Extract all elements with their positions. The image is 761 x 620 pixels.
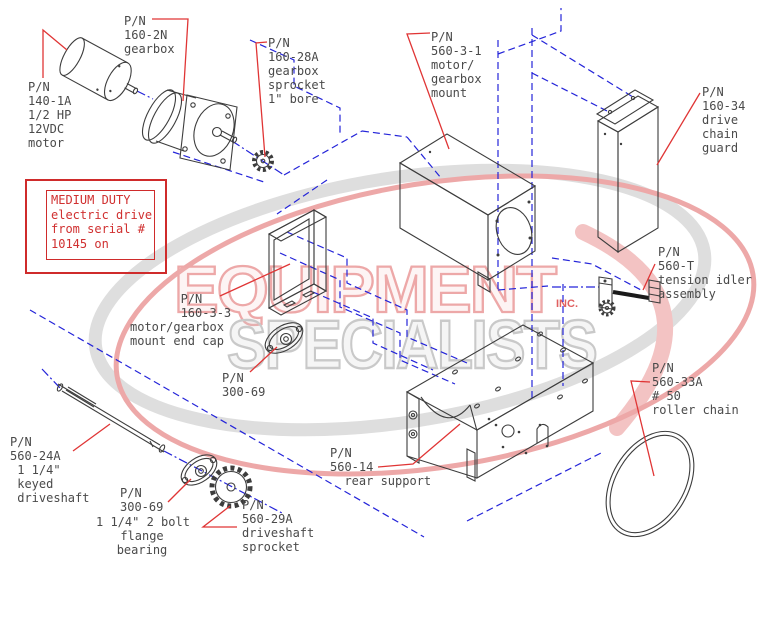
label-line: motor/ xyxy=(431,58,475,72)
driveshaft-sprocket-drawing xyxy=(209,465,253,509)
label-line: gearbox xyxy=(268,64,319,78)
chain-guard-drawing xyxy=(595,89,660,254)
label-line: sprocket xyxy=(242,540,300,554)
label-line: flange xyxy=(120,529,164,543)
label-line: 160-34 xyxy=(702,99,746,113)
label-line: mount xyxy=(431,86,468,100)
flange-bearing-mid-drawing xyxy=(264,322,304,354)
notice-line: electric drive xyxy=(51,207,153,222)
label-line: rear support xyxy=(330,474,432,488)
label-line: sprocket xyxy=(268,78,326,92)
alignment-lines xyxy=(29,8,642,538)
label-line: motor xyxy=(28,136,65,150)
gearbox-sprocket-drawing xyxy=(252,150,274,172)
label-line: P/N xyxy=(242,498,264,512)
label-line: gearbox xyxy=(431,72,482,86)
label-line: 560-T xyxy=(658,259,695,273)
notice-line: 10145 on xyxy=(51,236,109,251)
motor-drawing xyxy=(59,37,139,102)
label-line: P/N xyxy=(130,292,203,306)
label-line: # 50 xyxy=(652,389,681,403)
tension-idler-drawing xyxy=(598,276,661,317)
label-line: P/N xyxy=(28,80,50,94)
gearbox-drawing xyxy=(141,89,238,171)
label-line: 560-3-1 xyxy=(431,44,482,58)
rear-support-drawing xyxy=(405,324,595,482)
label-line: 160-2N xyxy=(124,28,168,42)
label-line: 300-69 xyxy=(222,385,266,399)
label-line: P/N xyxy=(120,486,142,500)
label-line: 12VDC xyxy=(28,122,65,136)
mount-drawing xyxy=(398,133,537,293)
label-line: P/N xyxy=(268,36,290,50)
label-line: mount end cap xyxy=(130,334,224,348)
label-line: 1/2 HP xyxy=(28,108,72,122)
label-line: P/N xyxy=(124,14,146,28)
label-line: P/N xyxy=(658,245,680,259)
notice-line: from serial # xyxy=(51,222,145,236)
label-line: P/N xyxy=(702,85,724,99)
label-line: chain xyxy=(702,127,739,141)
label-line: tension idler xyxy=(658,273,752,287)
flange-bearing-bottom-drawing xyxy=(180,454,218,486)
label-line: bearing xyxy=(116,543,168,557)
label-line: 160-28A xyxy=(268,50,319,64)
end-cap-drawing xyxy=(267,209,328,316)
label-line: roller chain xyxy=(652,403,739,417)
label-line: driveshaft xyxy=(242,526,315,540)
label-line: assembly xyxy=(658,287,716,301)
watermark-inc: INC. xyxy=(556,298,578,310)
label-line: motor/gearbox xyxy=(130,320,224,334)
label-line: P/N xyxy=(652,361,674,375)
label-line: driveshaft xyxy=(10,491,90,505)
label-line: 560-14 xyxy=(330,460,374,474)
label-line: P/N xyxy=(10,435,32,449)
label-line: 1" bore xyxy=(268,92,319,106)
label-line: 560-24A xyxy=(10,449,61,463)
label-line: 160-3-3 xyxy=(130,306,232,320)
label-line: P/N xyxy=(330,446,352,460)
label-line: 560-33A xyxy=(652,375,703,389)
notice-line: MEDIUM DUTY xyxy=(51,193,131,207)
red-swoosh-ellipse xyxy=(113,173,757,477)
label-line: guard xyxy=(702,141,739,155)
label-line: gearbox xyxy=(124,42,175,56)
roller-chain-drawing xyxy=(605,430,695,538)
label-line: P/N xyxy=(222,371,244,385)
driveshaft-drawing xyxy=(56,383,166,453)
label-line: P/N xyxy=(431,30,453,44)
label-line: 1 1/4" xyxy=(10,463,61,477)
label-line: 1 1/4" 2 bolt xyxy=(96,515,190,529)
label-line: keyed xyxy=(10,477,54,491)
leader-lines xyxy=(42,18,701,528)
label-line: 300-69 xyxy=(120,500,164,514)
label-line: 560-29A xyxy=(242,512,293,526)
label-line: drive xyxy=(702,113,739,127)
label-line: 140-1A xyxy=(28,94,72,108)
